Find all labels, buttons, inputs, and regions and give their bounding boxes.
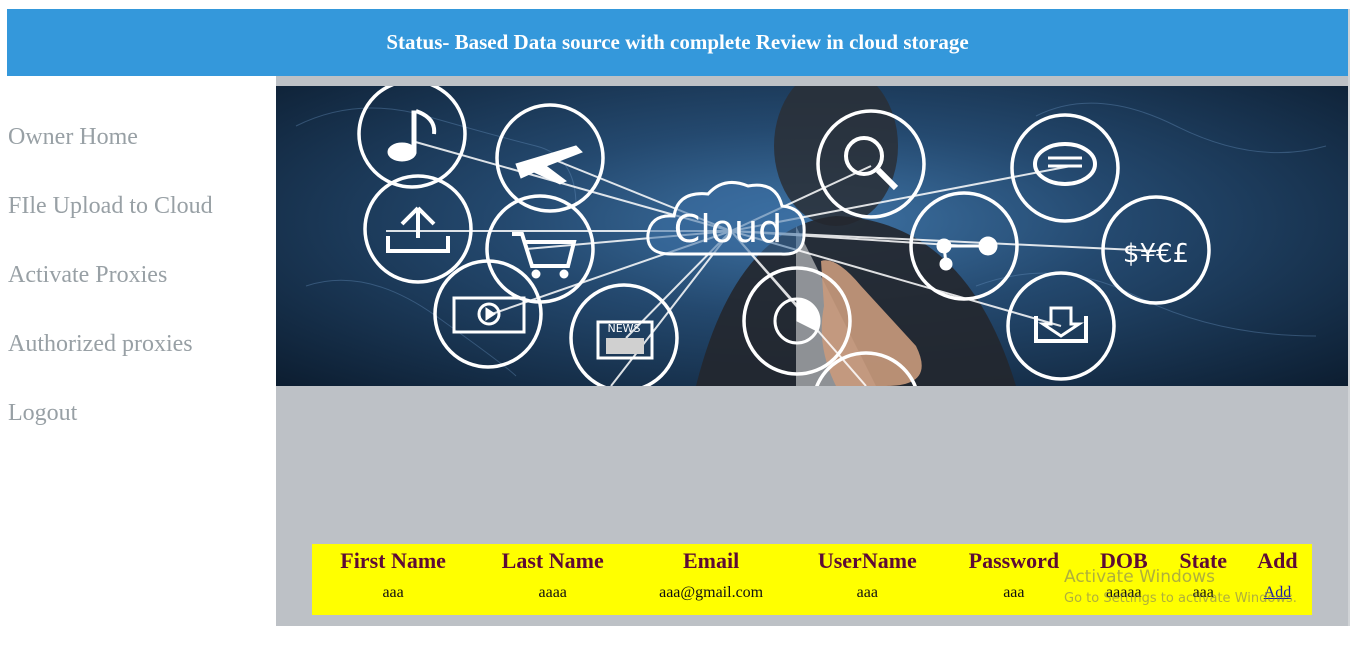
- cell-username: aaa: [856, 583, 878, 601]
- cloud-banner-image: Cloud NEWS $¥€£: [276, 86, 1348, 386]
- cloud-icon: Cloud: [646, 180, 806, 256]
- sidebar-item-authorized-proxies[interactable]: Authorized proxies: [8, 331, 193, 357]
- pointing-hand: [821, 260, 922, 386]
- chat-bubble-icon: [1010, 113, 1120, 223]
- cell-dob: aaaaa: [1106, 583, 1142, 601]
- col-state: State: [1179, 548, 1228, 573]
- col-password: Password: [968, 548, 1060, 573]
- page-title: Status- Based Data source with complete …: [386, 30, 969, 54]
- cloud-label: Cloud: [674, 207, 783, 251]
- table-row: aaa aaaa aaa@gmail.com aaa aaa aaaaa aaa…: [312, 574, 1312, 615]
- pie-chart-icon: [742, 266, 852, 376]
- cell-last-name: aaaa: [538, 583, 567, 601]
- currency-label: $¥€£: [1123, 239, 1189, 269]
- right-divider: [1348, 9, 1350, 626]
- search-icon: [816, 109, 926, 219]
- share-icon: [909, 191, 1019, 301]
- sidebar-item-logout[interactable]: Logout: [8, 400, 78, 426]
- partial-icon: [815, 351, 917, 386]
- col-first-name: First Name: [340, 548, 446, 573]
- shopping-cart-icon: [485, 194, 595, 304]
- col-username: UserName: [817, 548, 917, 573]
- cell-state: aaa: [1192, 583, 1214, 601]
- home-upload-icon: [363, 174, 473, 284]
- currency-icon: [1101, 195, 1211, 305]
- cell-email: aaa@gmail.com: [659, 583, 764, 601]
- cloud-network-illustration: Cloud NEWS $¥€£: [295, 86, 1327, 386]
- sidebar-nav: Owner Home FIle Upload to Cloud Activate…: [0, 76, 276, 645]
- person-head: [774, 86, 898, 226]
- col-email: Email: [683, 548, 740, 573]
- col-last-name: Last Name: [501, 548, 604, 573]
- news-label: NEWS: [607, 322, 640, 335]
- main-content: Cloud NEWS $¥€£ First Name Last Name Ema…: [276, 76, 1348, 626]
- download-tray-icon: [1006, 271, 1116, 381]
- cell-password: aaa: [1003, 583, 1025, 601]
- table-header-row: First Name Last Name Email UserName Pass…: [312, 544, 1312, 574]
- sidebar-item-owner-home[interactable]: Owner Home: [8, 124, 138, 150]
- music-icon: [357, 86, 467, 189]
- add-link[interactable]: Add: [1263, 583, 1292, 601]
- page-header: Status- Based Data source with complete …: [7, 9, 1348, 76]
- col-add: Add: [1257, 548, 1298, 573]
- airplane-icon: [495, 103, 605, 213]
- col-dob: DOB: [1099, 548, 1148, 573]
- video-play-icon: [433, 259, 543, 369]
- cell-first-name: aaa: [382, 583, 404, 601]
- sidebar-item-activate-proxies[interactable]: Activate Proxies: [8, 262, 168, 288]
- owner-details-table: First Name Last Name Email UserName Pass…: [312, 544, 1312, 615]
- news-icon: [569, 283, 679, 386]
- cell-add: Add: [1243, 574, 1312, 615]
- sidebar-item-file-upload[interactable]: FIle Upload to Cloud: [8, 193, 213, 219]
